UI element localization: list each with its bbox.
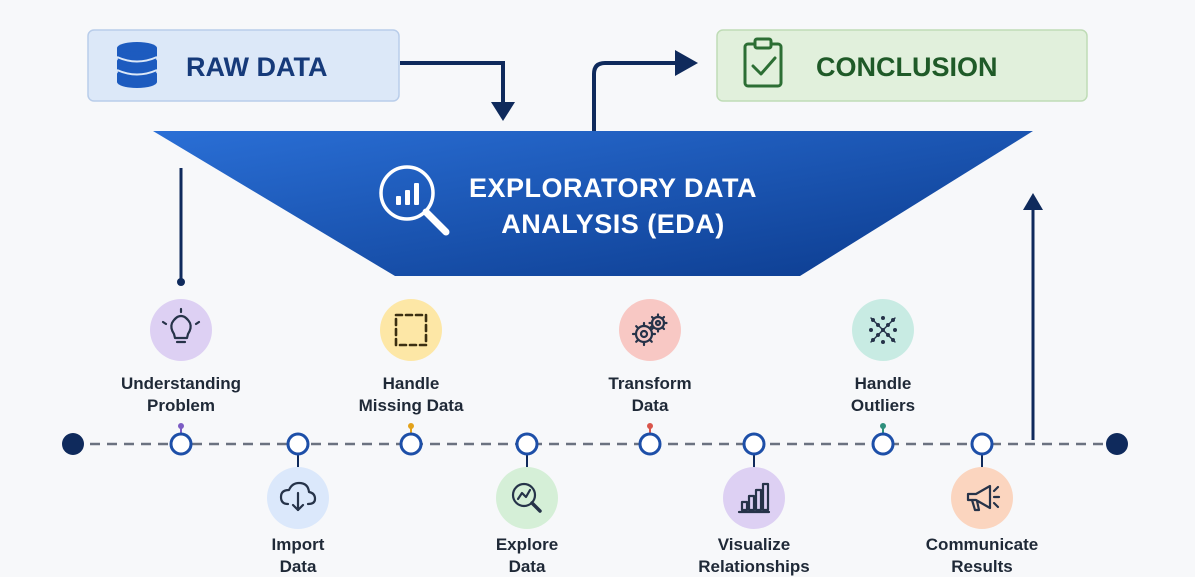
timeline-node [742,432,766,456]
timeline-node [638,432,662,456]
raw-data-arrow-head [491,102,515,121]
timeline-node [169,432,193,456]
megaphone-icon [966,484,1001,512]
scatter-x-icon [869,316,897,344]
timeline-start-dot [62,433,84,455]
raw-data-label: RAW DATA [186,52,327,82]
step-icon-circle [496,467,558,529]
step-label-line2: Data [280,557,317,576]
step-label-line1: Communicate [926,535,1038,554]
step-icon-circle [951,467,1013,529]
magnifier-chart-icon [379,165,450,236]
step-label-line2: Data [632,396,669,415]
timeline-node [286,432,310,456]
step-label-line2: Relationships [698,557,809,576]
eda-funnel: EXPLORATORY DATA ANALYSIS (EDA) [153,131,1033,276]
timeline-node [871,432,895,456]
lightbulb-icon [161,307,201,344]
steps-layer: UnderstandingProblemImportDataHandleMiss… [121,299,1038,576]
conclusion-label: CONCLUSION [816,52,998,82]
timeline-node [970,432,994,456]
right-connector-arrow-head [1023,193,1043,210]
step-stub-dot [408,423,414,429]
raw-data-arrow [400,61,505,108]
step-label-line2: Missing Data [359,396,464,415]
step-stub-dot [178,423,184,429]
step-icon-circle [150,299,212,361]
step-label-line1: Import [272,535,325,554]
conclusion-arrow [592,61,680,131]
step-icon-circle [380,299,442,361]
step-label-line2: Results [951,557,1012,576]
step-stub-dot [647,423,653,429]
timeline-end-dot [1106,433,1128,455]
step-label-line2: Problem [147,396,215,415]
timeline-node [399,432,423,456]
cloud-download-icon [279,481,317,512]
database-icon [116,42,158,88]
clipboard-check-icon [743,37,783,88]
step-stub-dot [880,423,886,429]
step-label-line1: Visualize [718,535,790,554]
dashed-square-icon [394,313,428,347]
step-label-line1: Explore [496,535,558,554]
step-label-line1: Transform [608,374,691,393]
step-label-line1: Understanding [121,374,241,393]
search-chart-icon [511,482,542,513]
raw-data-box: RAW DATA [87,29,400,102]
bar-chart-icon [737,482,771,514]
step-label-line2: Outliers [851,396,915,415]
left-connector-dot [177,278,185,286]
conclusion-box: CONCLUSION [716,29,1088,102]
eda-title-line2: ANALYSIS (EDA) [501,209,725,239]
gears-icon [631,313,668,347]
eda-title-line1: EXPLORATORY DATA [469,173,757,203]
step-label-line1: Handle [855,374,912,393]
timeline-node [515,432,539,456]
step-label-line1: Handle [383,374,440,393]
conclusion-arrow-head [675,50,698,76]
step-label-line2: Data [509,557,546,576]
